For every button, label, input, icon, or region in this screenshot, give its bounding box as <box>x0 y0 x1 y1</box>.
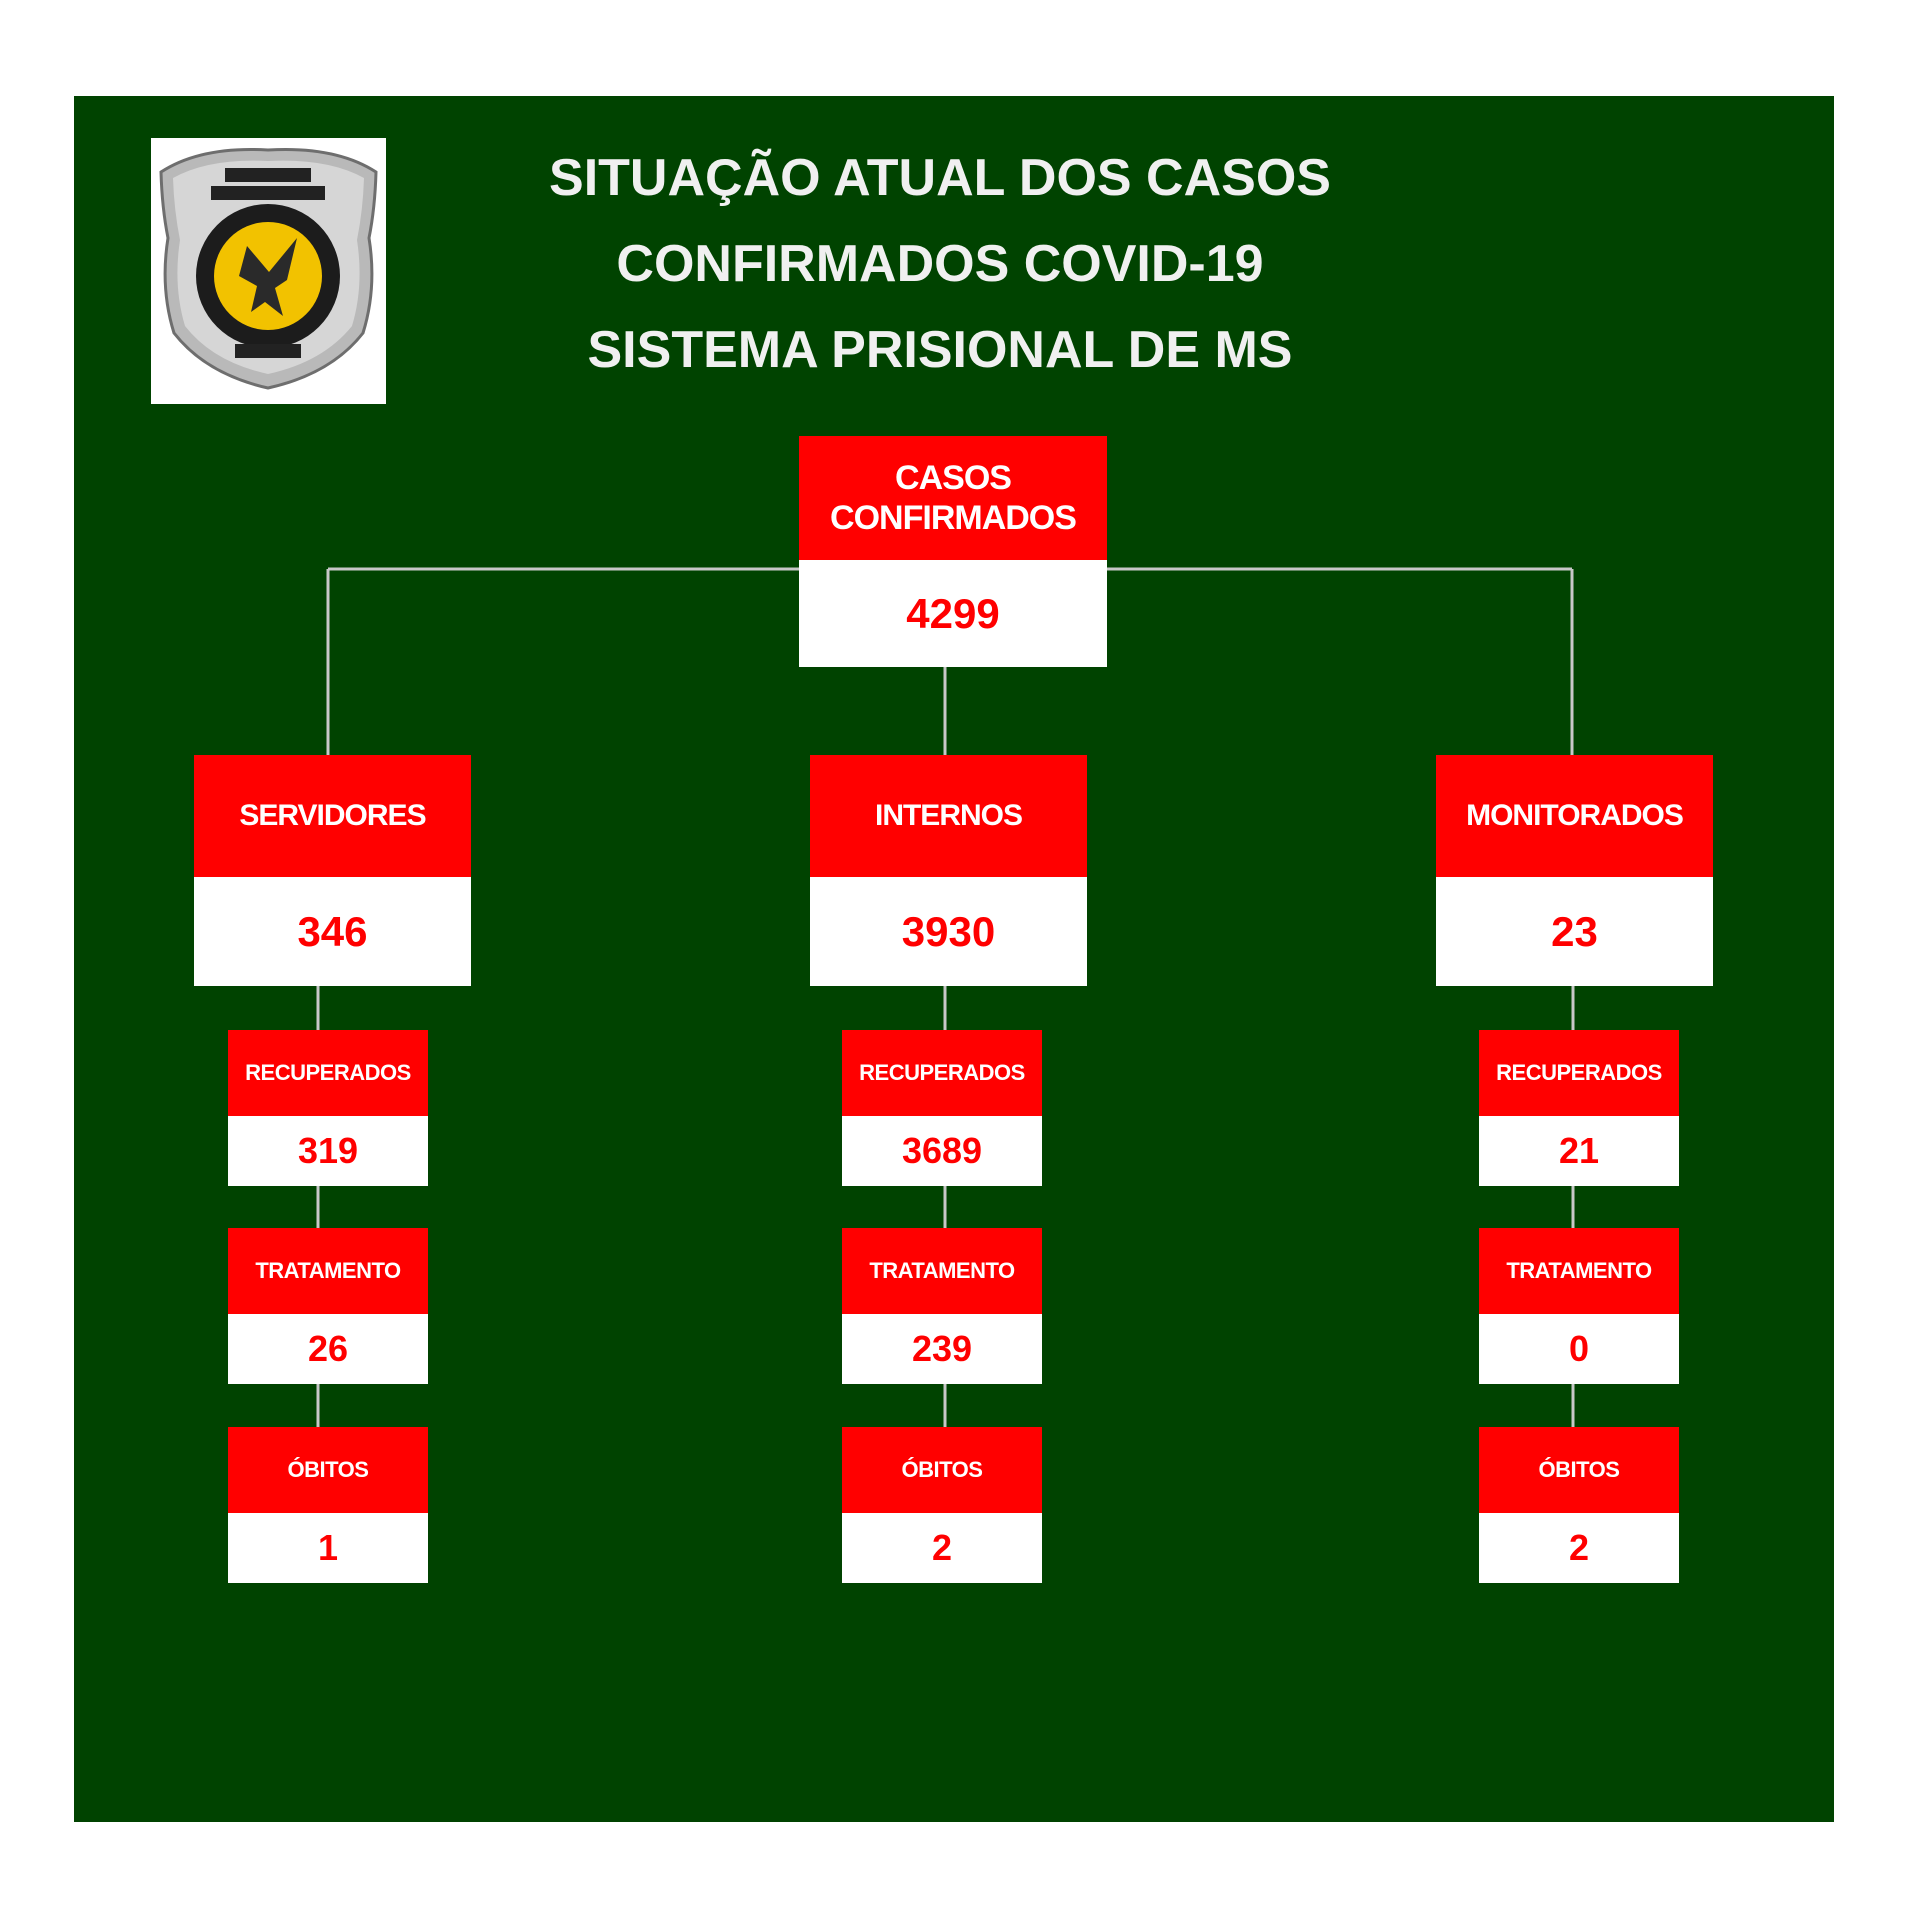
casos-confirmados-label-line-2: CONFIRMADOS <box>830 499 1077 537</box>
monitorados-header: MONITORADOS <box>1436 755 1713 877</box>
internos-obitos-value: 2 <box>842 1513 1042 1583</box>
monitorados-recuperados-box: RECUPERADOS 21 <box>1479 1030 1679 1186</box>
servidores-obitos-box: ÓBITOS 1 <box>228 1427 428 1583</box>
casos-confirmados-label-line-1: CASOS <box>895 459 1012 497</box>
page-title: SITUAÇÃO ATUAL DOS CASOS CONFIRMADOS COV… <box>440 135 1440 393</box>
servidores-recuperados-box: RECUPERADOS 319 <box>228 1030 428 1186</box>
monitorados-box: MONITORADOS 23 <box>1436 755 1713 986</box>
servidores-tratamento-box: TRATAMENTO 26 <box>228 1228 428 1384</box>
casos-confirmados-value: 4299 <box>799 560 1107 667</box>
internos-tratamento-box: TRATAMENTO 239 <box>842 1228 1042 1384</box>
internos-tratamento-value: 239 <box>842 1314 1042 1384</box>
internos-recuperados-value: 3689 <box>842 1116 1042 1186</box>
servidores-tratamento-header: TRATAMENTO <box>228 1228 428 1314</box>
monitorados-recuperados-value: 21 <box>1479 1116 1679 1186</box>
casos-confirmados-header: CASOS CONFIRMADOS <box>799 436 1107 560</box>
title-line-2: CONFIRMADOS COVID-19 <box>616 235 1264 293</box>
penitentiary-eagle-badge-icon <box>151 138 386 404</box>
title-line-3: SISTEMA PRISIONAL DE MS <box>587 321 1293 379</box>
title-line-1: SITUAÇÃO ATUAL DOS CASOS <box>549 149 1331 207</box>
servidores-obitos-value: 1 <box>228 1513 428 1583</box>
servidores-tratamento-value: 26 <box>228 1314 428 1384</box>
internos-value: 3930 <box>810 877 1087 986</box>
monitorados-tratamento-box: TRATAMENTO 0 <box>1479 1228 1679 1384</box>
internos-header: INTERNOS <box>810 755 1087 877</box>
monitorados-value: 23 <box>1436 877 1713 986</box>
monitorados-tratamento-value: 0 <box>1479 1314 1679 1384</box>
monitorados-tratamento-header: TRATAMENTO <box>1479 1228 1679 1314</box>
internos-recuperados-box: RECUPERADOS 3689 <box>842 1030 1042 1186</box>
internos-obitos-header: ÓBITOS <box>842 1427 1042 1513</box>
internos-obitos-box: ÓBITOS 2 <box>842 1427 1042 1583</box>
internos-tratamento-header: TRATAMENTO <box>842 1228 1042 1314</box>
casos-confirmados-box: CASOS CONFIRMADOS 4299 <box>799 436 1107 667</box>
servidores-value: 346 <box>194 877 471 986</box>
monitorados-recuperados-header: RECUPERADOS <box>1479 1030 1679 1116</box>
internos-recuperados-header: RECUPERADOS <box>842 1030 1042 1116</box>
servidores-recuperados-header: RECUPERADOS <box>228 1030 428 1116</box>
monitorados-obitos-box: ÓBITOS 2 <box>1479 1427 1679 1583</box>
servidores-obitos-header: ÓBITOS <box>228 1427 428 1513</box>
internos-box: INTERNOS 3930 <box>810 755 1087 986</box>
servidores-recuperados-value: 319 <box>228 1116 428 1186</box>
monitorados-obitos-header: ÓBITOS <box>1479 1427 1679 1513</box>
servidores-box: SERVIDORES 346 <box>194 755 471 986</box>
monitorados-obitos-value: 2 <box>1479 1513 1679 1583</box>
servidores-header: SERVIDORES <box>194 755 471 877</box>
